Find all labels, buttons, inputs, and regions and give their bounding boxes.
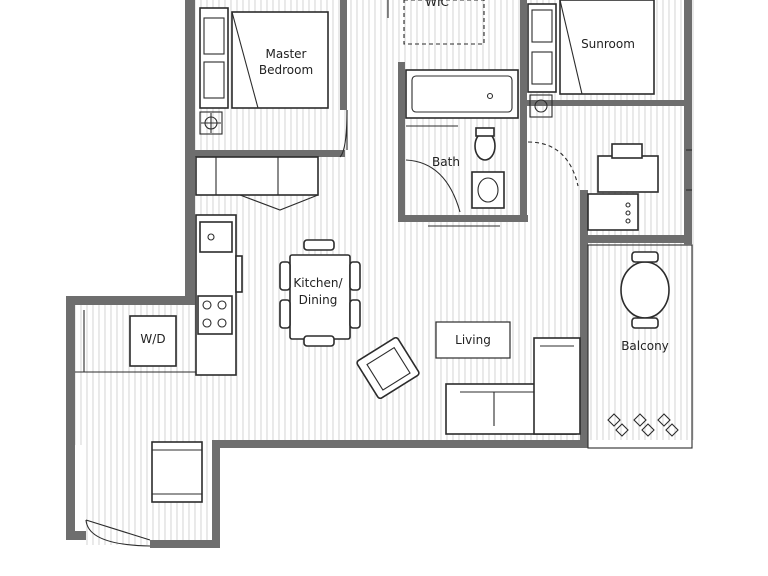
room-label-sunroom: Sunroom — [581, 37, 635, 51]
sunroom: Sunroom — [527, 0, 692, 231]
dining-set: Kitchen/ Dining — [279, 239, 361, 347]
balcony-table — [620, 261, 670, 319]
bathtub — [405, 69, 519, 119]
room-label-balcony: Balcony — [621, 339, 669, 353]
plant-icon — [607, 413, 679, 437]
bath-sink — [471, 171, 505, 209]
laundry: W/D — [75, 310, 196, 373]
bath: Bath — [405, 69, 519, 227]
stove — [197, 295, 233, 335]
room-label-kitchen-dining-2: Dining — [299, 293, 338, 307]
room-label-kitchen-dining: Kitchen/ — [293, 276, 343, 290]
living: Living — [356, 321, 581, 435]
refrigerator — [235, 255, 243, 293]
washer-dryer — [129, 315, 177, 367]
nightstand-sunroom — [527, 3, 557, 93]
room-label-master-bedroom-2: Bedroom — [259, 63, 313, 77]
bed — [231, 11, 329, 109]
desk-chair — [611, 143, 643, 159]
sunroom-bed — [559, 0, 655, 95]
room-label-wd: W/D — [140, 332, 165, 346]
armchair — [356, 336, 420, 400]
upper-cabinet — [195, 156, 319, 196]
kitchen — [195, 156, 319, 376]
balcony: Balcony — [607, 251, 679, 437]
kitchen-sink — [199, 221, 233, 253]
master-bedroom: Master Bedroom — [199, 7, 348, 158]
room-label-living: Living — [455, 333, 491, 347]
interior-walls — [195, 0, 692, 243]
room-label-wic: WIC — [425, 0, 449, 9]
exterior-walls — [66, 0, 693, 548]
room-label-bath: Bath — [432, 155, 460, 169]
nightstand-left — [199, 7, 229, 109]
desk — [597, 155, 659, 193]
room-label-master-bedroom: Master — [266, 47, 307, 61]
cabinet — [587, 193, 639, 231]
entry-closet — [151, 441, 203, 503]
wic: WIC — [387, 0, 485, 45]
entry — [85, 441, 203, 547]
